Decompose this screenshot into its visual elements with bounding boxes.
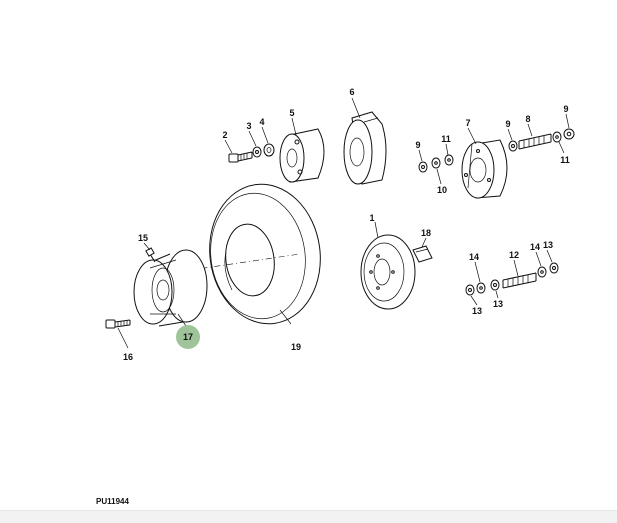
hub-cap-part-1[interactable] xyxy=(360,234,416,310)
callout-6[interactable]: 6 xyxy=(349,87,354,97)
callout-9-mid[interactable]: 9 xyxy=(505,119,510,129)
callout-4[interactable]: 4 xyxy=(259,117,264,127)
callout-5[interactable]: 5 xyxy=(289,108,294,118)
clip-part-18[interactable] xyxy=(412,245,433,263)
axle-centerline xyxy=(149,253,301,277)
washer-part-14-left[interactable] xyxy=(476,282,486,294)
stud-part-8[interactable] xyxy=(518,133,552,150)
highlight-marker xyxy=(176,325,200,349)
callout-1[interactable]: 1 xyxy=(369,213,374,223)
callout-7[interactable]: 7 xyxy=(465,118,470,128)
bottom-bar xyxy=(0,510,617,523)
nut-part-13-left[interactable] xyxy=(465,284,475,296)
callout-18[interactable]: 18 xyxy=(421,228,431,238)
nut-part-4[interactable] xyxy=(263,143,275,157)
callout-14-left[interactable]: 14 xyxy=(469,252,479,262)
callout-10[interactable]: 10 xyxy=(437,185,447,195)
callout-19[interactable]: 19 xyxy=(291,342,301,352)
nut-part-9-left[interactable] xyxy=(418,161,428,173)
lug-bolt-part-16[interactable] xyxy=(105,319,131,329)
callout-9-left[interactable]: 9 xyxy=(415,140,420,150)
washer-part-14-right[interactable] xyxy=(537,266,547,278)
hub-adapter-part-5[interactable] xyxy=(279,128,325,183)
wheel-weight-part-6[interactable] xyxy=(343,111,387,185)
figure-code: PU11944 xyxy=(96,497,129,506)
callout-9-right[interactable]: 9 xyxy=(563,104,568,114)
hex-bolt-part-2[interactable] xyxy=(228,151,253,163)
nut-part-9-mid[interactable] xyxy=(508,140,518,152)
washer-part-11-right[interactable] xyxy=(552,131,562,143)
callout-labels: 1 2 3 4 5 6 7 8 9 9 9 10 11 11 12 13 13 … xyxy=(123,87,570,362)
callout-2[interactable]: 2 xyxy=(222,130,227,140)
callout-11-right[interactable]: 11 xyxy=(560,155,570,165)
callout-13-left[interactable]: 13 xyxy=(472,306,482,316)
rim-part-17[interactable] xyxy=(133,249,208,327)
callout-13-right[interactable]: 13 xyxy=(543,240,553,250)
nut-part-13-mid[interactable] xyxy=(490,279,500,291)
nut-part-9-right[interactable] xyxy=(563,128,575,140)
leader-lines xyxy=(117,97,570,349)
nut-part-13-right[interactable] xyxy=(549,262,559,274)
stud-part-12[interactable] xyxy=(502,272,537,289)
callout-14-right[interactable]: 14 xyxy=(530,242,540,252)
callout-17[interactable]: 17 xyxy=(183,332,193,342)
callout-11-left[interactable]: 11 xyxy=(441,134,451,144)
callout-15[interactable]: 15 xyxy=(138,233,148,243)
washer-part-3[interactable] xyxy=(252,146,262,158)
washer-part-11-left[interactable] xyxy=(444,154,454,166)
valve-stem-part-15[interactable] xyxy=(145,247,156,263)
callout-16[interactable]: 16 xyxy=(123,352,133,362)
callout-3[interactable]: 3 xyxy=(246,121,251,131)
washer-part-10[interactable] xyxy=(431,157,441,169)
callout-8[interactable]: 8 xyxy=(525,114,530,124)
hub-part-7[interactable] xyxy=(461,139,508,199)
callout-13-mid[interactable]: 13 xyxy=(493,299,503,309)
tire-part-19[interactable] xyxy=(201,177,329,331)
callout-12[interactable]: 12 xyxy=(509,250,519,260)
